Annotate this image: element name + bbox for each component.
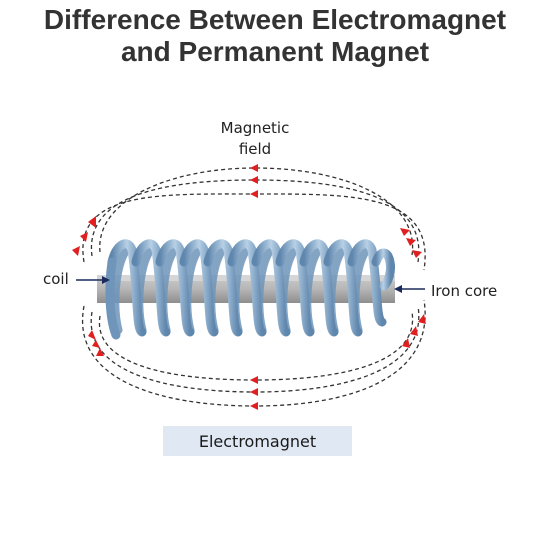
arrow-icon [88,330,96,340]
magnetic-field-label: Magnetic field [210,118,300,160]
field-label-line-2: field [238,140,272,158]
coil-pointer [76,276,110,284]
arrow-icon [402,338,410,348]
iron-core [97,275,395,303]
arrow-icon [250,402,258,410]
arrow-icon [250,376,258,384]
arrow-icon [250,388,258,396]
coil-label: coil [43,270,69,288]
arrow-icon [80,232,88,242]
arrow-icon [92,340,100,348]
arrow-icon [406,238,416,246]
page-title: Difference Between Electromagnet and Per… [0,4,550,68]
arrow-icon [412,250,422,258]
arrow-icon [250,176,258,184]
title-line-2: and Permanent Magnet [120,36,430,67]
field-line [90,179,420,263]
core-pointer [394,285,425,293]
arrow-icon [410,326,418,336]
title-line-1: Difference Between Electromagnet [43,4,507,35]
arrow-icon [88,216,96,228]
arrow-icon [418,314,426,324]
arrow-icon [250,190,258,198]
caption-box: Electromagnet [163,426,352,456]
arrow-icon [96,348,104,356]
arrow-icon [72,246,80,256]
field-label-line-1: Magnetic [220,119,290,137]
field-arrows [72,164,426,410]
arrow-icon [400,228,410,236]
arrow-icon [250,164,258,172]
coil [105,239,395,340]
caption-text: Electromagnet [198,431,317,451]
iron-core-label: Iron core [431,282,498,300]
